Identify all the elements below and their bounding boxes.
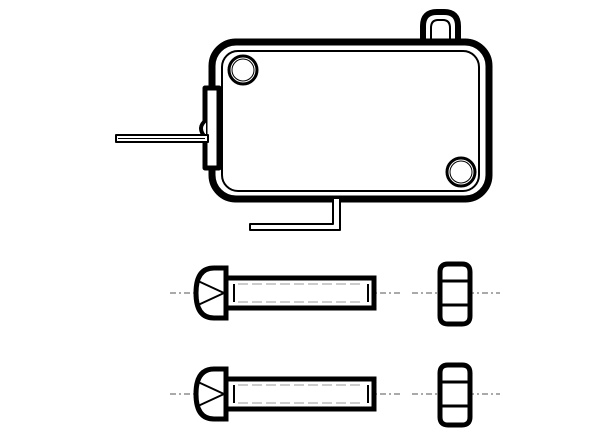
plunger-housing (199, 85, 222, 171)
lever-icon (115, 134, 209, 143)
pan-head-screw-icon (170, 265, 402, 321)
hex-nut-icon (412, 261, 500, 327)
top-tab (420, 9, 461, 46)
switch-body-inner (221, 50, 480, 192)
pan-head-screw-icon (170, 366, 402, 422)
mounting-hole-top-left (227, 54, 259, 86)
microswitch (115, 9, 493, 231)
hex-nut-icon (412, 362, 500, 428)
mounting-hole-bottom-right (445, 156, 477, 188)
terminal-pin-icon (249, 199, 341, 231)
